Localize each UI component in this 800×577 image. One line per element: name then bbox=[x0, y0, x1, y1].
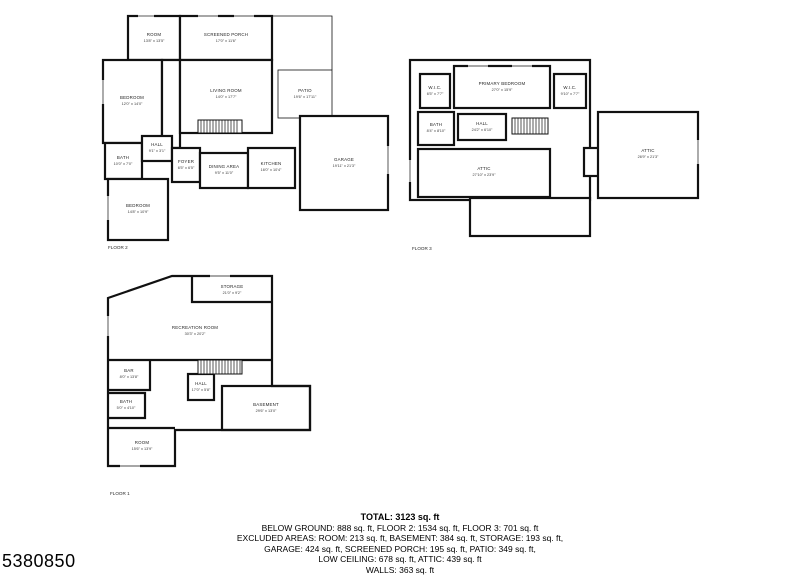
room-dims: 9'10" x 7'7" bbox=[561, 92, 580, 96]
room-dims: 8'4" x 8'10" bbox=[427, 129, 446, 133]
total-area: TOTAL: 3123 sq. ft bbox=[360, 512, 440, 522]
floor-1-drawing: STORAGE 21'0" x 9'2" RECREATION ROOM 30'… bbox=[106, 274, 312, 496]
room-dims: 14'8" x 10'9" bbox=[128, 210, 149, 214]
floor-label: FLOOR 1 bbox=[110, 491, 130, 496]
room-name: BASEMENT bbox=[253, 402, 279, 407]
window-markers bbox=[101, 14, 390, 220]
floor-plan-floor-1: STORAGE 21'0" x 9'2" RECREATION ROOM 30'… bbox=[100, 268, 320, 500]
room-dims: 15'6" x 13'9" bbox=[132, 447, 153, 451]
room-dims: 29'6" x 13'0" bbox=[256, 409, 277, 413]
summary-line: LOW CEILING: 678 sq. ft, ATTIC: 439 sq. … bbox=[318, 554, 482, 564]
floor-2-walls bbox=[101, 14, 390, 242]
floor-2-drawing: ROOM 13'8" x 13'5" SCREENED PORCH 17'0" … bbox=[101, 14, 390, 250]
room-dims: 17'0" x 11'6" bbox=[216, 39, 237, 43]
room-dims: 16'0" x 10'4" bbox=[261, 168, 282, 172]
room-dims: 6'5" x 7'7" bbox=[427, 92, 444, 96]
room-name: HALL bbox=[476, 121, 488, 126]
room-dims: 12'0" x 14'0" bbox=[122, 102, 143, 106]
room-dims: 14'0" x 17'7" bbox=[216, 95, 237, 99]
summary-line: BELOW GROUND: 888 sq. ft, FLOOR 2: 1534 … bbox=[261, 522, 539, 533]
window-markers bbox=[106, 274, 230, 468]
summary-line: WALLS: 363 sq. ft bbox=[365, 564, 435, 575]
room-dims: 17'0" x 5'8" bbox=[192, 388, 211, 392]
room-dims: 19'11" x 21'3" bbox=[333, 164, 356, 168]
room-name: ATTIC bbox=[477, 166, 490, 171]
room-dims: 24'2" x 6'10" bbox=[472, 128, 493, 132]
room-dims: 9'5" x 11'0" bbox=[215, 171, 234, 175]
stairs-icon bbox=[197, 359, 243, 375]
summary-line: EXCLUDED AREAS: ROOM: 213 sq. ft, BASEME… bbox=[236, 533, 564, 543]
listing-id: 5380850 bbox=[2, 551, 76, 571]
room-dims: 30'3" x 20'2" bbox=[185, 332, 206, 336]
room-name: HALL bbox=[151, 142, 163, 147]
room-name: BATH bbox=[120, 399, 132, 404]
room-name: FOYER bbox=[178, 159, 194, 164]
room-name: PRIMARY BEDROOM bbox=[479, 81, 526, 86]
patio-outline bbox=[272, 15, 333, 119]
floor-3-drawing: W.I.C. 6'5" x 7'7" PRIMARY BEDROOM 27'0"… bbox=[408, 58, 700, 251]
room-dims: 27'0" x 15'9" bbox=[492, 88, 513, 92]
stairs-icon bbox=[511, 117, 549, 135]
room-dims: 27'10" x 23'9" bbox=[473, 173, 497, 177]
stairs-icon bbox=[197, 119, 243, 134]
room-name: BATH bbox=[117, 155, 129, 160]
area-summary: TOTAL: 3123 sq. ft BELOW GROUND: 888 sq.… bbox=[0, 512, 800, 575]
room-dims: 6'5" x 6'5" bbox=[178, 166, 195, 170]
room-name: KITCHEN bbox=[261, 161, 282, 166]
room-name: ATTIC bbox=[641, 148, 654, 153]
floor-3-walls bbox=[408, 58, 700, 238]
window-markers bbox=[408, 64, 700, 182]
room-name: HALL bbox=[195, 381, 207, 386]
room-name: STORAGE bbox=[221, 284, 244, 289]
room-dims: 8'0" x 13'8" bbox=[120, 375, 139, 379]
room-name: ROOM bbox=[147, 32, 162, 37]
room-dims: 5'0" x 4'10" bbox=[117, 406, 136, 410]
floor-plan-floor-2: ROOM 13'8" x 13'5" SCREENED PORCH 17'0" … bbox=[100, 8, 395, 258]
room-name: BEDROOM bbox=[126, 203, 150, 208]
room-name: RECREATION ROOM bbox=[172, 325, 218, 330]
room-dims: 10'0" x 7'0" bbox=[114, 162, 133, 166]
room-name: PATIO bbox=[298, 88, 312, 93]
room-dims: 9'1" x 3'1" bbox=[149, 149, 166, 153]
room-name: DINING AREA bbox=[209, 164, 240, 169]
room-name: W.I.C. bbox=[563, 85, 576, 90]
room-name: GARAGE bbox=[334, 157, 354, 162]
summary-line: GARAGE: 424 sq. ft, SCREENED PORCH: 195 … bbox=[264, 543, 536, 554]
room-name: SCREENED PORCH bbox=[204, 32, 248, 37]
room-name: LIVING ROOM bbox=[210, 88, 242, 93]
floor-label: FLOOR 3 bbox=[412, 246, 432, 251]
room-dims: 13'8" x 13'5" bbox=[144, 39, 165, 43]
floor-plan-floor-3: W.I.C. 6'5" x 7'7" PRIMARY BEDROOM 27'0"… bbox=[408, 52, 708, 257]
room-name: BATH bbox=[430, 122, 442, 127]
room-name: W.I.C. bbox=[428, 85, 441, 90]
room-name: ROOM bbox=[135, 440, 150, 445]
room-dims: 26'9" x 21'3" bbox=[638, 155, 659, 159]
room-dims: 19'6" x 17'11" bbox=[294, 95, 317, 99]
room-name: BAR bbox=[124, 368, 134, 373]
room-name: BEDROOM bbox=[120, 95, 144, 100]
floor-label: FLOOR 2 bbox=[108, 245, 128, 250]
room-dims: 21'0" x 9'2" bbox=[223, 291, 242, 295]
